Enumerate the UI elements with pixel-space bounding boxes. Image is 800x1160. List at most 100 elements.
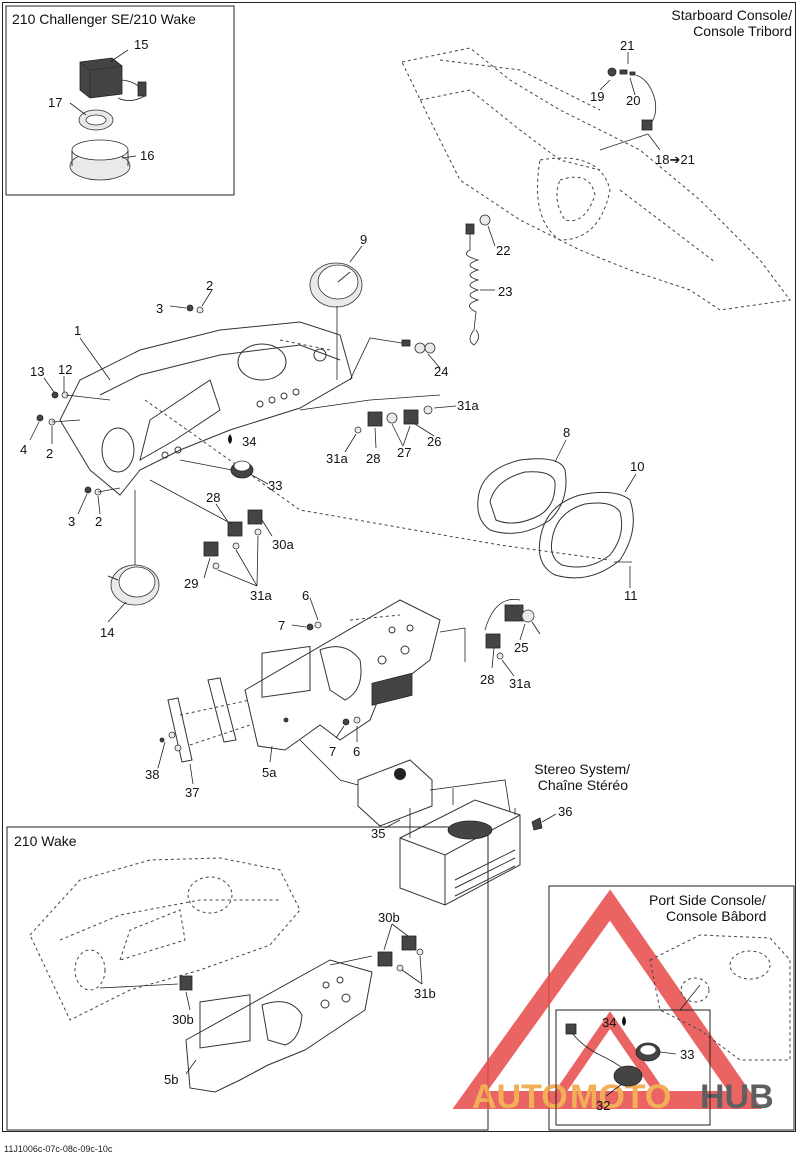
switch-group-28-30a [203, 509, 263, 570]
fasteners-left [36, 304, 204, 496]
drop-icon [228, 434, 232, 444]
safety-lanyard-23 [465, 214, 491, 346]
power-socket-33 [230, 460, 254, 479]
watermark-hub: HUB [700, 1078, 774, 1116]
callout-1: 1 [74, 323, 81, 338]
wake-dashboard-outline [29, 857, 301, 1021]
callout-13: 13 [30, 364, 44, 379]
port-console-title-2: Console Bâbord [666, 908, 766, 924]
callout-36: 36 [558, 804, 572, 819]
drop-icon-2 [622, 1016, 626, 1026]
callout-2-bottom: 2 [95, 514, 102, 529]
callout-24: 24 [434, 364, 448, 379]
callout-10: 10 [630, 459, 644, 474]
stereo-system-title-2: Chaîne Stéréo [538, 777, 628, 793]
ring-17 [78, 109, 114, 131]
challenger-inset-title: 210 Challenger SE/210 Wake [12, 11, 196, 27]
callout-12: 12 [58, 362, 72, 377]
callout-3-bottom: 3 [68, 514, 75, 529]
fasteners-5a [306, 621, 361, 726]
stereo-amplifier [399, 799, 521, 906]
bezel-16 [69, 139, 131, 181]
callout-17: 17 [48, 95, 62, 110]
callout-30a: 30a [272, 537, 294, 552]
callout-33-port: 33 [680, 1047, 694, 1062]
automotohub-watermark: AUTO MOTO HUB [452, 889, 774, 1116]
callout-28-right: 28 [480, 672, 494, 687]
watermark-auto: AUTO [472, 1078, 568, 1116]
callout-34-top: 34 [242, 434, 256, 449]
callout-33-top: 33 [268, 478, 282, 493]
callout-29: 29 [184, 576, 198, 591]
callout-30b-left: 30b [172, 1012, 194, 1027]
callout-18-21: 18➔21 [655, 152, 695, 167]
face-plate-5b [185, 959, 373, 1093]
callout-7-bottom: 7 [329, 744, 336, 759]
callout-2-top: 2 [206, 278, 213, 293]
callout-2-left: 2 [46, 446, 53, 461]
port-console-inset-box [548, 885, 795, 1131]
callout-27: 27 [397, 445, 411, 460]
display-cluster-8 [477, 458, 567, 534]
callout-23: 23 [498, 284, 512, 299]
wake-inset-box [6, 826, 489, 1131]
callout-8: 8 [563, 425, 570, 440]
starboard-console-title-2: Console Tribord [693, 23, 792, 39]
dashboard-panel-1 [59, 321, 353, 496]
callout-31a-mid: 31a [326, 451, 348, 466]
bracket-37 [159, 677, 237, 763]
diagram-frame [2, 2, 796, 1132]
callout-31a-right: 31a [509, 676, 531, 691]
callout-31a-top: 31a [457, 398, 479, 413]
callout-5a: 5a [262, 765, 277, 780]
callout-5b: 5b [164, 1072, 178, 1087]
callout-21: 21 [620, 38, 634, 53]
key-switch-25 [485, 604, 541, 660]
port-console-body [649, 934, 791, 1061]
callout-6-top: 6 [302, 588, 309, 603]
callout-19: 19 [590, 89, 604, 104]
callout-3-top: 3 [156, 301, 163, 316]
starboard-console-title-1: Starboard Console/ [671, 7, 792, 23]
callout-25: 25 [514, 640, 528, 655]
wake-switch-group-30b [179, 935, 424, 991]
callout-14: 14 [100, 625, 114, 640]
starboard-hardware-19-21 [607, 67, 657, 131]
callout-30b-right: 30b [378, 910, 400, 925]
callout-38: 38 [145, 767, 159, 782]
callout-26: 26 [427, 434, 441, 449]
wake-inset-title: 210 Wake [14, 833, 77, 849]
gauge-9 [309, 262, 363, 308]
callout-15: 15 [134, 37, 148, 52]
face-plate-5a [244, 599, 441, 751]
callout-31b: 31b [414, 986, 436, 1001]
callout-22: 22 [496, 243, 510, 258]
stereo-system-title-1: Stereo System/ [534, 761, 630, 777]
switch-24 [401, 339, 436, 354]
callout-16: 16 [140, 148, 154, 163]
callout-7-top: 7 [278, 618, 285, 633]
starboard-console-body [401, 47, 791, 311]
callout-20: 20 [626, 93, 640, 108]
callout-34-port: 34 [602, 1015, 616, 1030]
figure-code: 11J1006c-07c-08c-09c-10c [4, 1144, 113, 1154]
switch-group-26-28 [354, 405, 433, 434]
callout-31a-left: 31a [250, 588, 272, 603]
callout-11: 11 [624, 588, 638, 603]
stereo-clip-36 [531, 817, 543, 831]
callout-labels: 15 17 16 21 19 20 18➔21 22 23 9 2 3 1 13… [20, 37, 695, 1113]
port-console-title-1: Port Side Console/ [649, 892, 766, 908]
bezel-10 [538, 491, 634, 579]
usb-socket-15 [79, 57, 147, 101]
callout-28-top: 28 [366, 451, 380, 466]
gauge-14 [107, 564, 160, 606]
callout-35: 35 [371, 826, 385, 841]
callout-32: 32 [596, 1098, 610, 1113]
stereo-head-unit [357, 672, 433, 827]
callout-37: 37 [185, 785, 199, 800]
callout-9: 9 [360, 232, 367, 247]
callout-6-bottom: 6 [353, 744, 360, 759]
callout-28-left: 28 [206, 490, 220, 505]
port-socket-subbox [555, 1009, 711, 1126]
